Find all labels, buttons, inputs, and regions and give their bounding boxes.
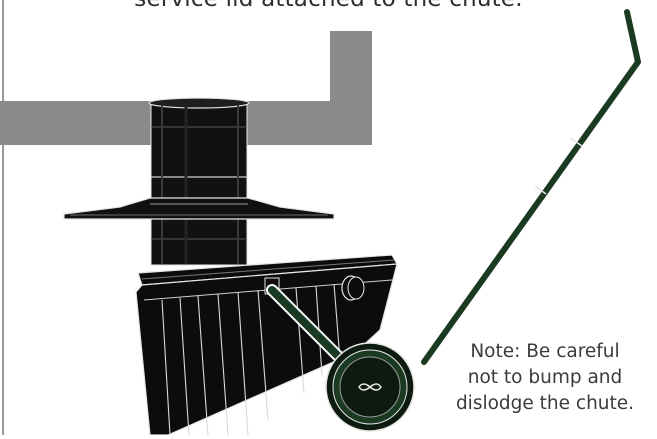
note-line-2: not to bump and [432, 365, 657, 391]
caution-note: Note: Be careful not to bump and dislodg… [432, 339, 657, 417]
note-line-3: dislodge the chute. [432, 391, 657, 417]
dolly-handle [424, 12, 638, 362]
note-line-1: Note: Be careful [432, 339, 657, 365]
top-caption: service lid attached to the chute. [0, 0, 657, 12]
chute-flange [64, 198, 334, 219]
dolly-wheel [326, 343, 414, 431]
chute [149, 98, 249, 265]
